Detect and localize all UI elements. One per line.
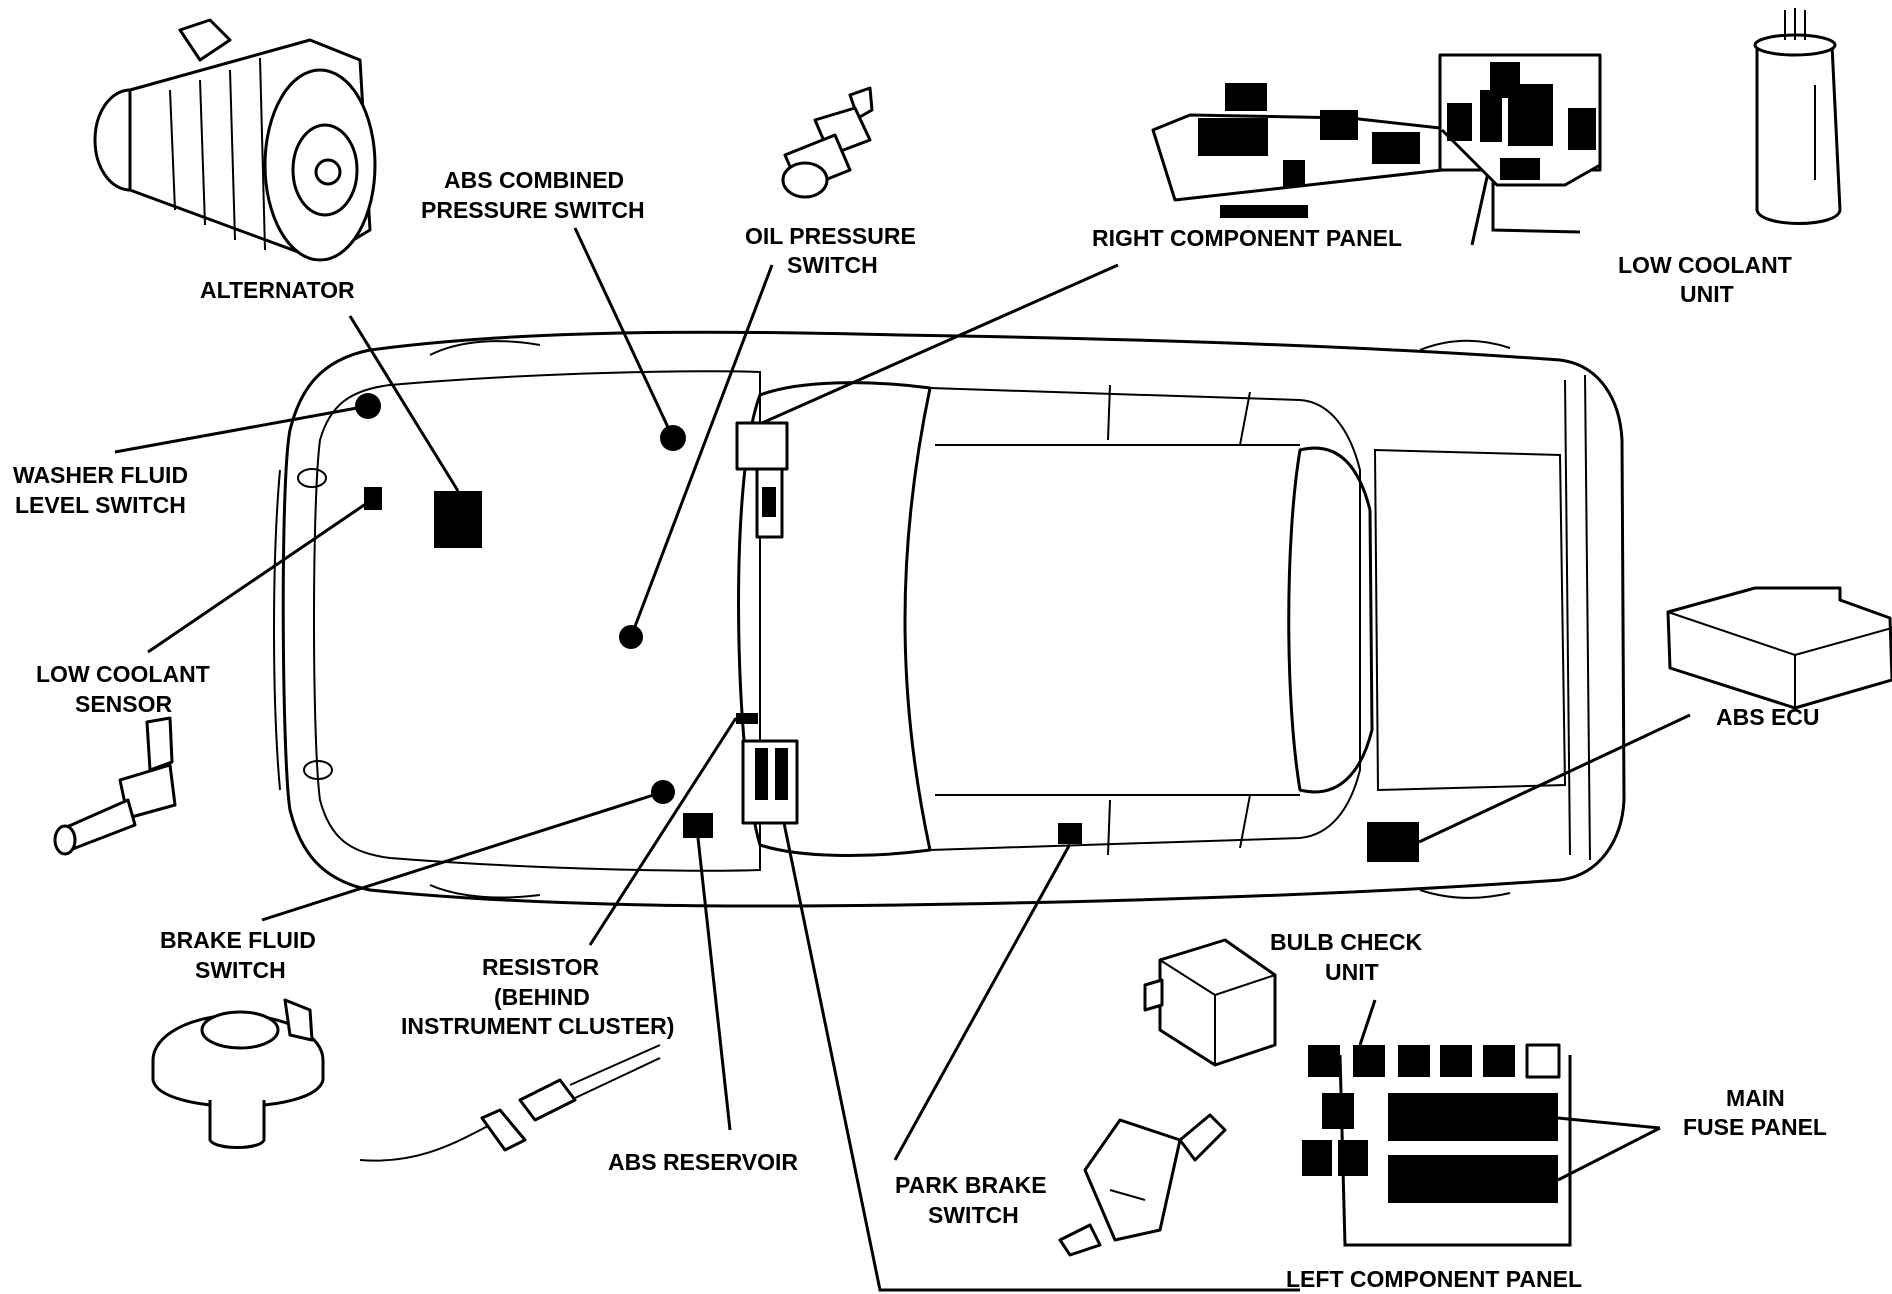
label-low-coolant-sensor-line2: SENSOR — [75, 691, 173, 717]
label-washer-line2: LEVEL SWITCH — [15, 492, 186, 518]
label-resistor-line3: INSTRUMENT CLUSTER) — [401, 1013, 674, 1039]
label-abs-ecu: ABS ECU — [1716, 704, 1820, 730]
label-alternator: ALTERNATOR — [200, 277, 355, 303]
low-coolant-sensor-illustration — [53, 716, 177, 856]
label-left-component-panel: LEFT COMPONENT PANEL — [1286, 1266, 1582, 1292]
low-coolant-unit-illustration — [1753, 8, 1842, 225]
label-park-brake-line1: PARK BRAKE — [895, 1172, 1047, 1198]
label-park-brake-line2: SWITCH — [928, 1202, 1019, 1228]
label-abs-combined-line2: PRESSURE SWITCH — [421, 197, 645, 223]
resistor-marker — [736, 713, 758, 724]
label-low-coolant-sensor-line1: LOW COOLANT — [36, 661, 210, 687]
bulb-check-unit-illustration — [1143, 938, 1277, 1067]
alternator-illustration — [93, 18, 377, 262]
low-coolant-sensor-marker — [364, 487, 382, 510]
oil-pressure-switch-illustration — [781, 86, 874, 199]
car-outline — [273, 330, 1626, 908]
right-panel-marker — [735, 421, 789, 471]
left-panel-marker — [741, 739, 799, 825]
abs-ecu-marker — [1367, 822, 1419, 862]
label-bulb-check-line1: BULB CHECK — [1270, 929, 1422, 955]
label-resistor-line2: (BEHIND — [494, 984, 590, 1010]
label-abs-reservoir: ABS RESERVOIR — [608, 1149, 798, 1175]
brake-fluid-switch-illustration — [151, 998, 325, 1149]
label-resistor-line1: RESISTOR — [482, 954, 600, 980]
label-oil-pressure-line1: OIL PRESSURE — [745, 223, 916, 249]
labels: ALTERNATOR ABS COMBINED PRESSURE SWITCH … — [13, 167, 1827, 1292]
label-main-fuse-line1: MAIN — [1726, 1085, 1785, 1111]
label-brake-fluid-line2: SWITCH — [195, 957, 286, 983]
label-main-fuse-line2: FUSE PANEL — [1683, 1114, 1827, 1140]
resistor-illustration — [359, 1044, 661, 1162]
alternator-marker — [434, 491, 482, 548]
park-brake-switch-illustration — [1058, 1113, 1227, 1257]
label-low-coolant-unit-line1: LOW COOLANT — [1618, 252, 1792, 278]
abs-ecu-illustration — [1666, 586, 1892, 710]
leader-lines — [114, 149, 1691, 1292]
car-markers — [355, 393, 1419, 862]
main-fuse-panel-illustration — [1302, 999, 1661, 1247]
right-panel-illustration — [1151, 53, 1602, 218]
label-washer-line1: WASHER FLUID — [13, 462, 188, 488]
abs-reservoir-marker — [683, 813, 713, 838]
label-right-component-panel: RIGHT COMPONENT PANEL — [1092, 225, 1402, 251]
park-brake-switch-marker — [1058, 823, 1082, 844]
label-oil-pressure-line2: SWITCH — [787, 252, 878, 278]
label-low-coolant-unit-line2: UNIT — [1680, 281, 1734, 307]
label-bulb-check-line2: UNIT — [1325, 959, 1379, 985]
label-brake-fluid-line1: BRAKE FLUID — [160, 927, 316, 953]
label-abs-combined-line1: ABS COMBINED — [444, 167, 624, 193]
